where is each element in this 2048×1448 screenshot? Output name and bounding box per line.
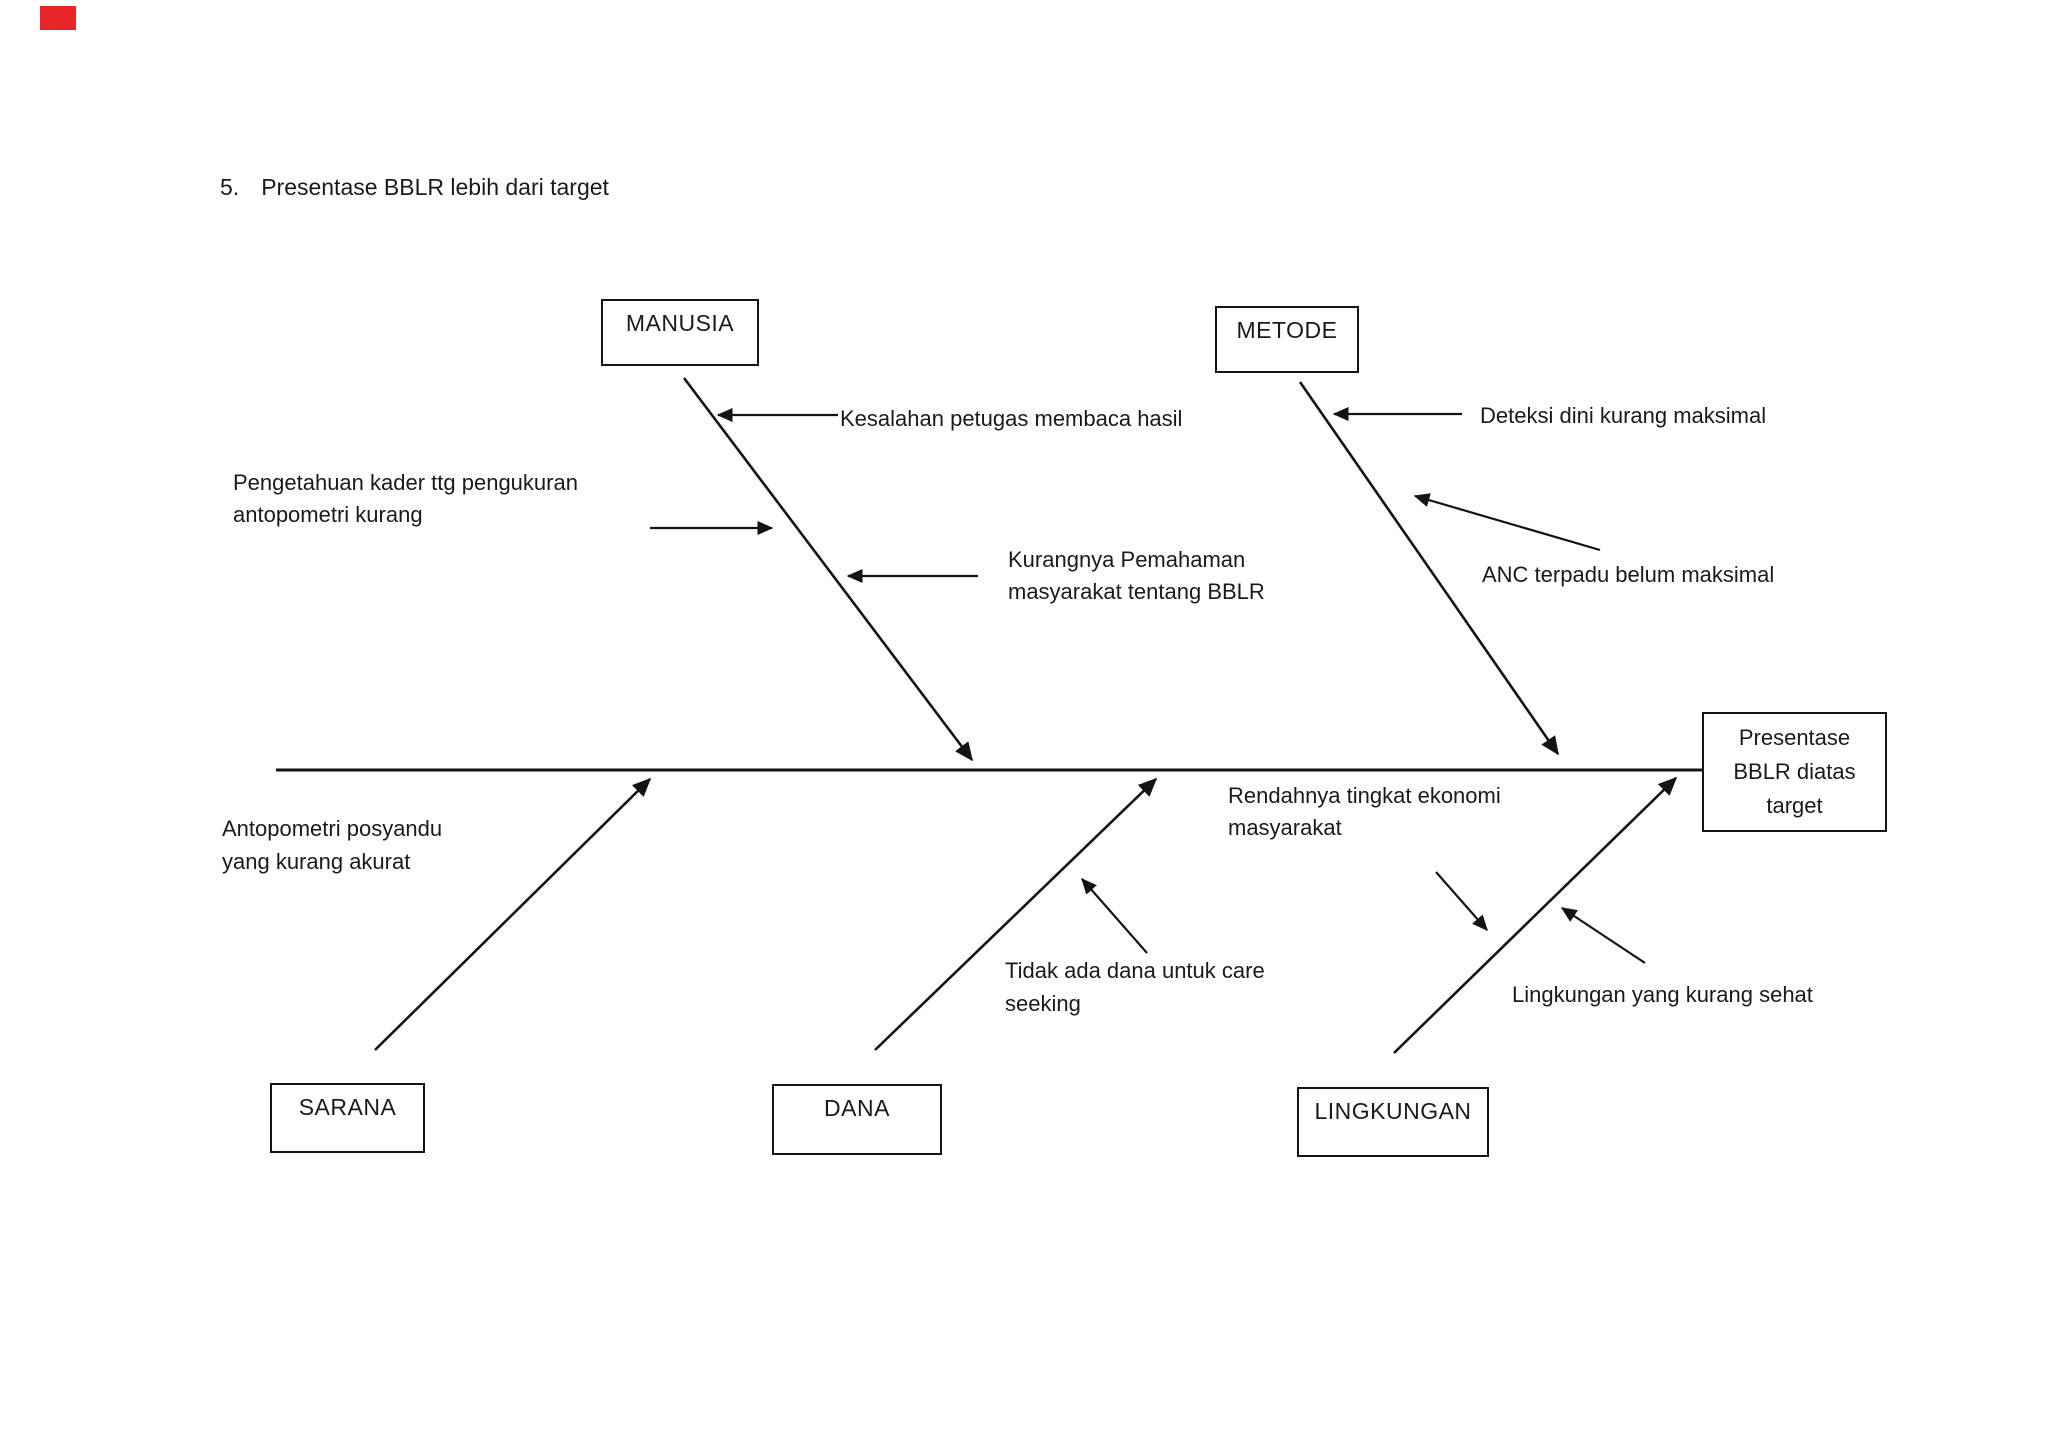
category-box-sarana: SARANA	[270, 1083, 425, 1153]
category-label-dana: DANA	[824, 1095, 890, 1121]
branch-manusia	[682, 377, 974, 762]
arrow-lingkungan-sehat	[1560, 907, 1646, 964]
arrow-rendahnya	[1435, 871, 1488, 931]
cause-label-kurangnya: Kurangnya Pemahaman masyarakat tentang B…	[1008, 547, 1265, 604]
category-box-lingkungan: LINGKUNGAN	[1297, 1087, 1489, 1157]
branch-lingkungan	[1393, 776, 1678, 1054]
branch-sarana	[374, 777, 652, 1051]
category-box-manusia: MANUSIA	[601, 299, 759, 366]
cause-label-lingkungan-sehat: Lingkungan yang kurang sehat	[1512, 982, 1813, 1007]
arrow-tidak-ada-dana	[1081, 878, 1148, 954]
title-text: Presentase BBLR lebih dari target	[261, 174, 609, 200]
category-label-manusia: MANUSIA	[625, 310, 735, 336]
category-label-metode: METODE	[1236, 317, 1338, 343]
page-title: 5. Presentase BBLR lebih dari target	[220, 174, 609, 201]
red-corner-mark	[40, 6, 76, 30]
title-number: 5.	[220, 174, 240, 200]
cause-label-tidak-ada-dana: Tidak ada dana untuk care seeking	[1005, 958, 1265, 1016]
cause-label-pengetahuan: Pengetahuan kader ttg pengukuran antopom…	[233, 470, 578, 527]
arrow-anc	[1413, 493, 1601, 552]
cause-label-kesalahan: Kesalahan petugas membaca hasil	[840, 406, 1183, 431]
cause-label-rendahnya: Rendahnya tingkat ekonomi masyarakat	[1228, 783, 1501, 840]
cause-label-anc: ANC terpadu belum maksimal	[1482, 562, 1775, 587]
effect-label: Presentase BBLR diatas target	[1733, 725, 1856, 818]
category-box-metode: METODE	[1215, 306, 1359, 373]
effect-box: Presentase BBLR diatas target	[1702, 712, 1887, 832]
cause-label-antopometri: Antopometri posyandu yang kurang akurat	[222, 816, 443, 874]
branch-metode	[1298, 381, 1560, 756]
category-box-dana: DANA	[772, 1084, 942, 1155]
cause-label-deteksi: Deteksi dini kurang maksimal	[1480, 403, 1767, 428]
category-label-sarana: SARANA	[298, 1094, 397, 1120]
category-label-lingkungan: LINGKUNGAN	[1314, 1098, 1472, 1124]
branch-dana	[874, 777, 1158, 1051]
